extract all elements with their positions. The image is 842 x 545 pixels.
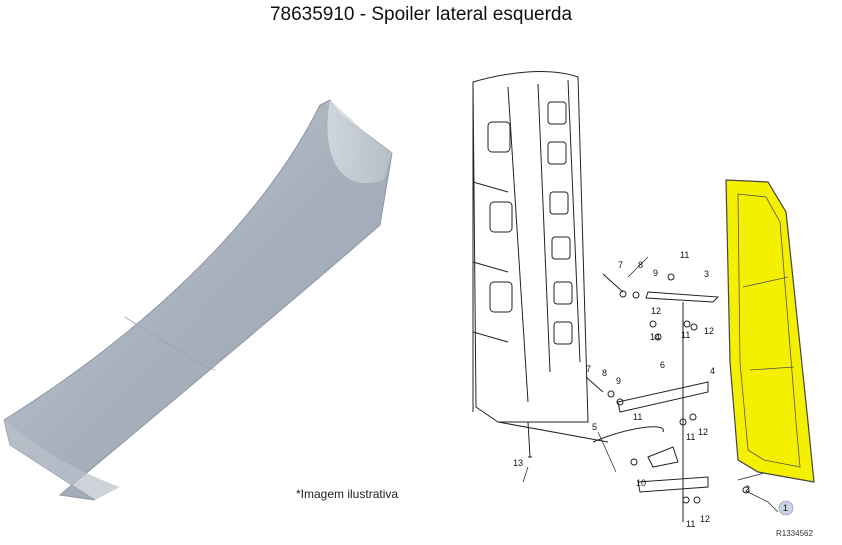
page-title: 78635910 - Spoiler lateral esquerda (269, 4, 573, 25)
callout-3: 3 (704, 269, 709, 279)
callout-1: 1 (783, 503, 788, 513)
callout-12c: 12 (698, 427, 708, 437)
callout-9a: 9 (653, 268, 658, 278)
callout-8b: 8 (602, 368, 607, 378)
callout-11d: 11 (686, 432, 695, 442)
caption: *Imagem ilustrativa (296, 487, 399, 501)
callout-12b: 12 (704, 326, 714, 336)
callout-11b: 11 (681, 330, 690, 340)
highlighted-spoiler (725, 179, 815, 483)
callout-12a: 12 (651, 306, 661, 316)
callout-7b: 7 (586, 364, 591, 374)
spoiler-seam (124, 316, 216, 371)
spoiler-photo (3, 99, 393, 501)
van-rear-outline (472, 71, 609, 443)
callout-4: 4 (710, 366, 715, 376)
callout-11a: 11 (680, 250, 689, 260)
mounting-hardware (527, 273, 750, 522)
spoiler-edge (4, 420, 120, 500)
callout-12d: 12 (700, 514, 710, 524)
callout-11c: 11 (633, 412, 642, 422)
callout-13: 13 (513, 458, 523, 468)
callout-7a: 7 (618, 260, 623, 270)
callout-8a: 8 (638, 260, 643, 270)
leader-lines (522, 256, 779, 513)
callout-5: 5 (592, 422, 597, 432)
callout-9b: 9 (616, 376, 621, 386)
callout-10: 10 (636, 478, 646, 488)
callout-1-circle (778, 500, 794, 516)
callout-11e: 11 (686, 519, 695, 529)
callout-2: 2 (745, 484, 750, 494)
spoiler-top-face (327, 100, 392, 184)
spoiler-body (3, 99, 393, 501)
parts-diagram: 1 2 3 4 5 6 7 7 8 8 9 9 10 11 11 11 11 1… (472, 71, 815, 529)
reference-code: R1334562 (776, 529, 813, 538)
callout-6: 6 (660, 360, 665, 370)
callout-14: 14 (650, 332, 660, 342)
